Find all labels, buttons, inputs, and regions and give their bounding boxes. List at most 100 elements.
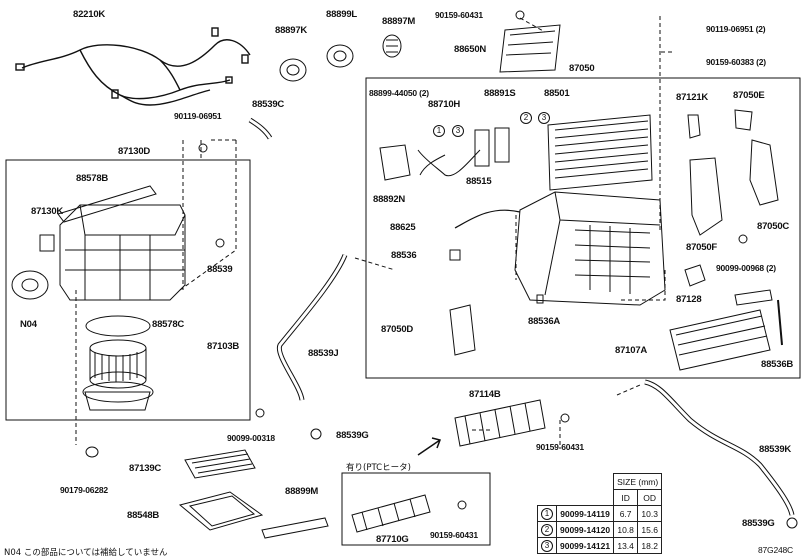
- expansion-valve-88515: [474, 127, 510, 167]
- bracket-88650N: [499, 24, 561, 73]
- label-88899-44050-2: 88899-44050 (2): [369, 88, 429, 98]
- row-id: 10.8: [613, 521, 639, 538]
- callout-2: 2: [520, 112, 532, 124]
- label-88897K: 88897K: [275, 25, 308, 36]
- label-88578B: 88578B: [76, 173, 109, 184]
- row-od: 18.2: [637, 537, 663, 554]
- bracket-88892N: [379, 144, 411, 181]
- bolt-90159-60431-bottom: [457, 500, 467, 510]
- evaporator-88501: [547, 114, 653, 191]
- label-88536: 88536: [391, 250, 417, 261]
- label-82210K: 82210K: [73, 9, 106, 20]
- label-87050F: 87050F: [686, 242, 718, 253]
- label-88539C: 88539C: [252, 99, 285, 110]
- row-id: 13.4: [613, 537, 639, 554]
- callout-1: 1: [433, 125, 445, 137]
- label-88710H: 88710H: [428, 99, 461, 110]
- footnote: N04 この部品については補給していません: [4, 548, 168, 558]
- row-od: 15.6: [637, 521, 663, 538]
- row-part: 90099-14120: [555, 521, 615, 538]
- label-90099-00968-2: 90099-00968 (2): [716, 263, 776, 273]
- label-88536B: 88536B: [761, 359, 794, 370]
- grommet-88536: [449, 249, 461, 261]
- table-row: 1 90099-14119 6.7 10.3: [537, 505, 663, 522]
- hvac-unit-87050: [514, 191, 666, 306]
- grommet-88539: [215, 238, 225, 248]
- size-table-col-id: ID: [613, 489, 639, 506]
- drain-hose-88539J: [276, 254, 348, 401]
- grommet-88899L: [326, 44, 354, 68]
- label-88891S: 88891S: [484, 88, 516, 99]
- label-87050E: 87050E: [733, 90, 765, 101]
- bolt-90159-60431: [515, 10, 525, 20]
- row-part: 90099-14121: [555, 537, 615, 554]
- label-90159-60383-2: 90159-60383 (2): [706, 57, 766, 67]
- blower-housing-87130D: [59, 204, 186, 301]
- bolt-90159-60431-mid: [560, 413, 570, 423]
- label-87103B: 87103B: [207, 341, 240, 352]
- servo-87130K: [39, 234, 55, 252]
- heater-unit-frame: [365, 77, 801, 379]
- label-87128: 87128: [676, 294, 702, 305]
- label-88650N: 88650N: [454, 44, 487, 55]
- row-index: 1: [541, 507, 553, 520]
- clip-90179-06282: [85, 446, 99, 458]
- filter-87139C: [184, 449, 256, 479]
- grommet-88897K: [279, 58, 307, 82]
- label-90159-60431-bottom: 90159-60431: [430, 530, 478, 540]
- row-index: 3: [541, 539, 553, 552]
- label-87050D: 87050D: [381, 324, 414, 335]
- label-88899M: [261, 517, 329, 539]
- label-87114B: 87114B: [469, 389, 501, 400]
- label-N04: N04: [20, 319, 37, 330]
- callout-3: 3: [452, 125, 464, 137]
- callout-3b: 3: [538, 112, 550, 124]
- label-88501: 88501: [544, 88, 570, 99]
- row-index: 2: [541, 523, 553, 536]
- label-88515: 88515: [466, 176, 492, 187]
- blower-assembly-frame: [5, 159, 251, 421]
- label-87710G: 87710G: [376, 534, 409, 545]
- label-87130D: 87130D: [118, 146, 151, 157]
- label-87139C: 87139C: [129, 463, 162, 474]
- clip-88539G: [310, 428, 322, 440]
- label-87121K: 87121K: [676, 92, 709, 103]
- row-id: 6.7: [613, 505, 639, 522]
- label-88539J: 88539J: [308, 348, 339, 359]
- label-90159-60431-mid: 90159-60431: [536, 442, 584, 452]
- row-part: 90099-14119: [555, 505, 615, 522]
- pipe-88710H: [417, 149, 481, 177]
- grommet-88897M: [382, 34, 402, 58]
- bolt-88536A: [536, 294, 544, 304]
- label-88892N: 88892N: [373, 194, 406, 205]
- label-87130K: 87130K: [31, 206, 64, 217]
- clip-90099-00968: [738, 234, 748, 244]
- servo-87050C: [749, 139, 779, 206]
- label-90179-06282: 90179-06282: [60, 485, 108, 495]
- label-88897M: 88897M: [382, 16, 416, 27]
- label-87107A: 87107A: [615, 345, 648, 356]
- label-88539: 88539: [207, 264, 233, 275]
- clip-88539G-bottom: [786, 517, 798, 529]
- ptc-heater-87114B: [454, 399, 546, 447]
- bracket-87121K: [687, 114, 701, 139]
- label-88625: 88625: [390, 222, 416, 233]
- blower-motor-87103B: [82, 339, 154, 411]
- label-88539G-bottom: 88539G: [742, 518, 775, 529]
- servo-87050D: [449, 304, 476, 356]
- label-88548B: 88548B: [127, 510, 160, 521]
- label-90099-00318: 90099-00318: [227, 433, 275, 443]
- table-row: 3 90099-14121 13.4 18.2: [537, 537, 663, 554]
- ptc-heater-frame: [341, 472, 491, 546]
- figure-code: 87G248C: [758, 545, 793, 555]
- arrow-indicator: [417, 437, 441, 456]
- row-od: 10.3: [637, 505, 663, 522]
- clip-90099-00318: [255, 408, 265, 418]
- label-87050: 87050: [569, 63, 595, 74]
- servo-87050E: [734, 109, 753, 131]
- clip-90119-06951: [198, 143, 208, 153]
- size-table-col-od: OD: [637, 489, 663, 506]
- filter-88578B: [57, 185, 157, 223]
- label-88536A: 88536A: [528, 316, 561, 327]
